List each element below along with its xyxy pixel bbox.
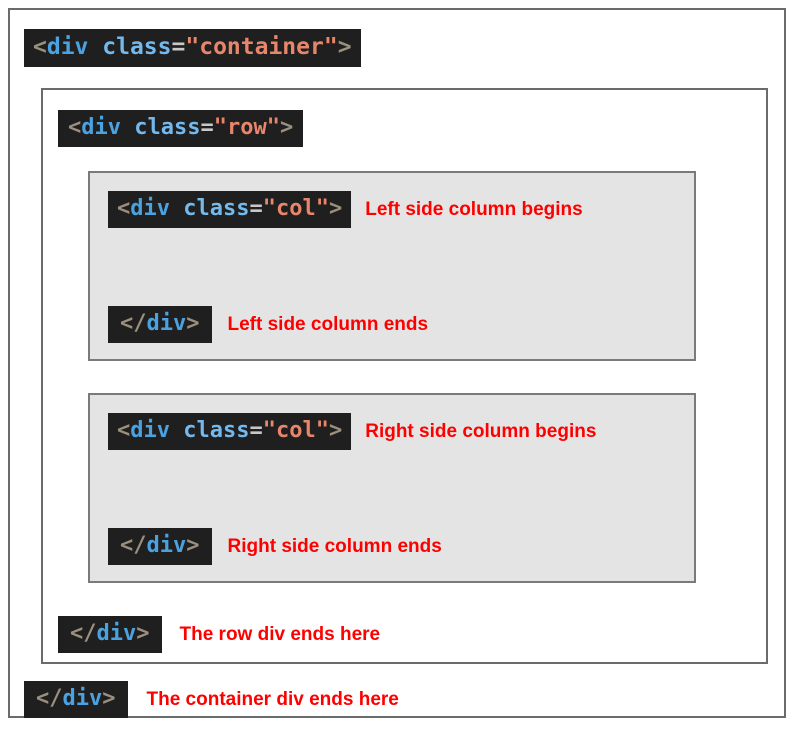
col-right-close-note: Right side column ends [227,535,442,557]
container-close-note: The container div ends here [146,688,399,710]
angle-bracket-open-slash-icon: </ [120,533,147,558]
tag-space [170,418,183,443]
tag-name: div [146,311,187,336]
container-close-tag: </div> [24,681,128,718]
col-left-close-note: Left side column ends [227,313,429,335]
row-close-row: </div> The row div ends here [58,616,380,653]
angle-bracket-close-icon: > [279,115,294,140]
angle-bracket-close-icon: > [328,196,343,221]
tag-name: div [81,115,121,140]
row-close-note: The row div ends here [179,623,381,645]
col-left-close-row: </div> Left side column ends [108,306,428,343]
col-right-open-row: <div class="col"> Right side column begi… [108,413,596,450]
angle-bracket-close-icon: > [337,34,352,60]
angle-bracket-close-icon: > [102,686,116,711]
tag-space [88,34,102,60]
col-left-close-tag: </div> [108,306,212,343]
col-right-open-note: Right side column begins [365,420,597,442]
angle-bracket-close-icon: > [136,621,150,646]
container-close-row: </div> The container div ends here [24,681,399,718]
col-box-left: <div class="col"> Left side column begin… [88,171,696,361]
tag-name: div [146,533,187,558]
col-left-open-tag: <div class="col"> [108,191,352,228]
angle-bracket-open-icon: < [117,196,131,221]
attribute-equals: = [200,115,214,140]
attribute-equals: = [249,196,263,221]
row-close-tag: </div> [58,616,162,653]
angle-bracket-open-icon: < [33,34,47,60]
attribute-value: "col" [262,418,329,443]
tag-space [121,115,134,140]
attribute-name: class [134,115,201,140]
tag-name: div [130,418,170,443]
col-right-close-row: </div> Right side column ends [108,528,442,565]
col-left-open-row: <div class="col"> Left side column begin… [108,191,583,228]
attribute-name: class [183,418,250,443]
angle-bracket-close-icon: > [186,533,200,558]
angle-bracket-close-icon: > [186,311,200,336]
col-left-open-note: Left side column begins [365,198,583,220]
attribute-value: "row" [213,115,280,140]
container-open-tag: <div class="container"> [24,29,361,67]
attribute-equals: = [249,418,263,443]
attribute-name: class [183,196,250,221]
tag-name: div [46,34,89,60]
row-open-tag: <div class="row"> [58,110,304,147]
angle-bracket-open-slash-icon: </ [120,311,147,336]
row-box: <div class="row"> <div class="col"> Left… [41,88,768,664]
attribute-value: "col" [262,196,329,221]
col-box-right: <div class="col"> Right side column begi… [88,393,696,583]
attribute-equals: = [171,34,186,60]
angle-bracket-open-icon: < [117,418,131,443]
attribute-name: class [102,34,172,60]
tag-name: div [130,196,170,221]
angle-bracket-open-slash-icon: </ [36,686,63,711]
col-right-open-tag: <div class="col"> [108,413,352,450]
attribute-value: "container" [185,34,338,60]
col-right-close-tag: </div> [108,528,212,565]
tag-space [170,196,183,221]
tag-name: div [62,686,103,711]
page-frame: <div class="container"> <div class="row"… [8,8,786,718]
tag-name: div [96,621,137,646]
angle-bracket-open-slash-icon: </ [70,621,97,646]
angle-bracket-close-icon: > [328,418,343,443]
angle-bracket-open-icon: < [68,115,82,140]
